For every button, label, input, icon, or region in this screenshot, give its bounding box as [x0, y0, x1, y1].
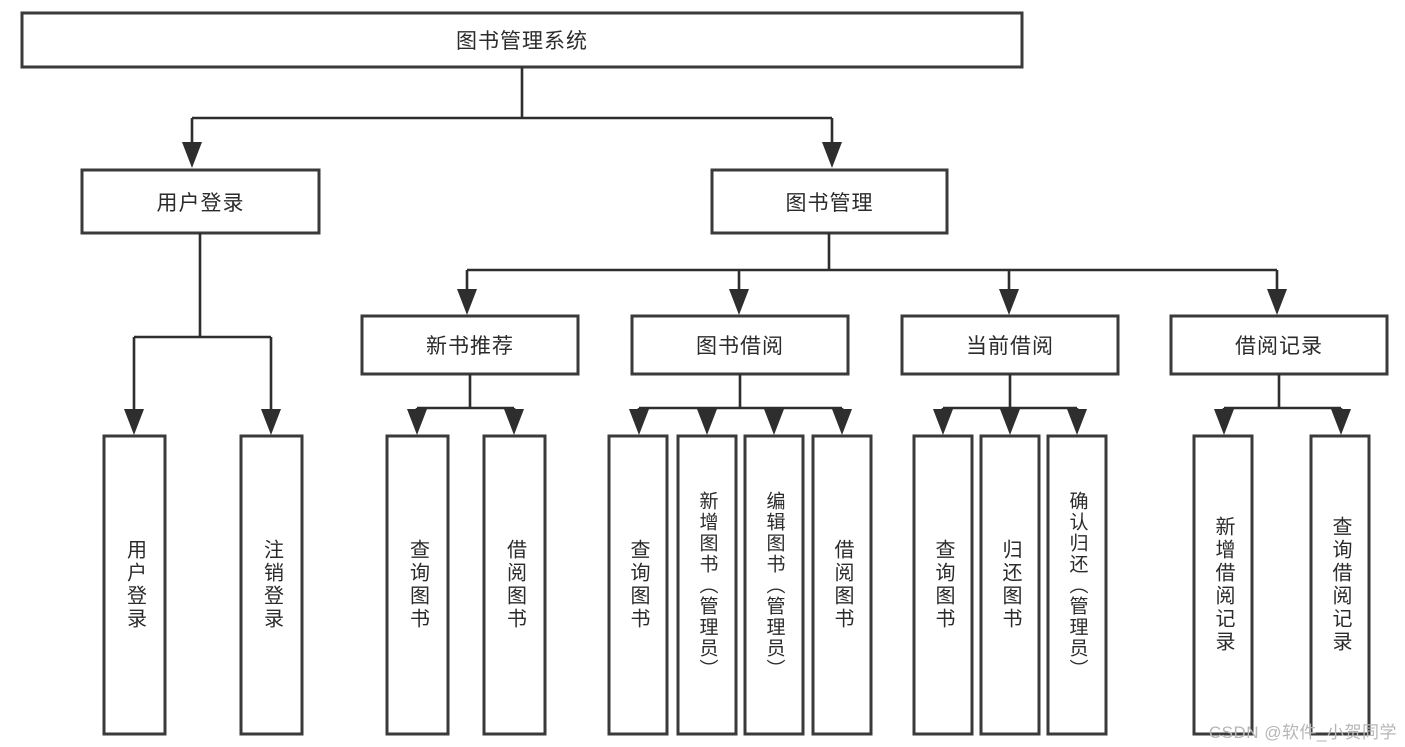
- arrow-head-to-current-borrow: [999, 289, 1019, 315]
- node-book-borrow-box[interactable]: [630, 314, 850, 376]
- arrow-head-leaf-query-book-3: [933, 409, 953, 435]
- connector-user-login-to-leaves: [132, 233, 273, 412]
- arrow-head-leaf-query-book-1: [407, 409, 427, 435]
- leaf-box-logout[interactable]: [239, 434, 304, 736]
- csdn-watermark: CSDN @软件_小贺同学: [1208, 723, 1397, 742]
- arrow-head-leaf-user-login: [124, 409, 144, 435]
- leaf-box-add-record[interactable]: [1192, 434, 1254, 736]
- arrow-head-leaf-borrow-book-1: [504, 409, 524, 435]
- node-root-box[interactable]: [20, 11, 1024, 69]
- arrow-head-to-book-manage: [822, 142, 842, 168]
- leaf-box-return-book[interactable]: [979, 434, 1041, 736]
- leaf-box-edit-book[interactable]: [743, 434, 805, 736]
- arrow-head-leaf-add-book: [697, 409, 717, 435]
- arrow-head-leaf-logout: [261, 409, 281, 435]
- node-borrow-record-box[interactable]: [1169, 314, 1389, 376]
- leaf-box-borrow-book-1[interactable]: [482, 434, 547, 736]
- connector-book-borrow-to-leaves: [637, 374, 844, 412]
- node-new-book-rec-box[interactable]: [360, 314, 580, 376]
- connector-root-to-level1: [190, 67, 834, 145]
- leaf-box-borrow-book-2[interactable]: [811, 434, 873, 736]
- leaf-box-user-login[interactable]: [102, 434, 167, 736]
- arrow-head-leaf-confirm-return: [1067, 409, 1087, 435]
- arrow-head-leaf-query-book-2: [629, 409, 649, 435]
- leaf-box-query-book-2[interactable]: [607, 434, 669, 736]
- connector-new-book-rec-to-leaves: [415, 374, 516, 412]
- node-current-borrow-box[interactable]: [900, 314, 1120, 376]
- leaf-box-query-book-3[interactable]: [912, 434, 974, 736]
- arrow-head-leaf-return-book: [1000, 409, 1020, 435]
- arrow-head-to-user-login: [182, 142, 202, 168]
- arrow-head-leaf-borrow-book-2: [832, 409, 852, 435]
- arrow-head-leaf-query-record: [1331, 409, 1351, 435]
- leaf-box-query-book-1[interactable]: [385, 434, 450, 736]
- connector-current-borrow-to-leaves: [941, 374, 1079, 412]
- arrow-head-to-book-borrow: [729, 289, 749, 315]
- leaf-box-confirm-return[interactable]: [1046, 434, 1108, 736]
- arrow-head-to-new-book-rec: [457, 289, 477, 315]
- arrow-head-leaf-add-record: [1214, 409, 1234, 435]
- node-book-manage-box[interactable]: [710, 168, 949, 235]
- arrow-head-to-borrow-record: [1267, 289, 1287, 315]
- leaf-box-query-record[interactable]: [1309, 434, 1371, 736]
- node-user-login-box[interactable]: [80, 168, 321, 235]
- connector-borrow-record-to-leaves: [1222, 374, 1343, 412]
- arrow-head-leaf-edit-book: [764, 409, 784, 435]
- leaf-box-add-book[interactable]: [676, 434, 738, 736]
- connector-book-manage-to-level2: [465, 233, 1279, 292]
